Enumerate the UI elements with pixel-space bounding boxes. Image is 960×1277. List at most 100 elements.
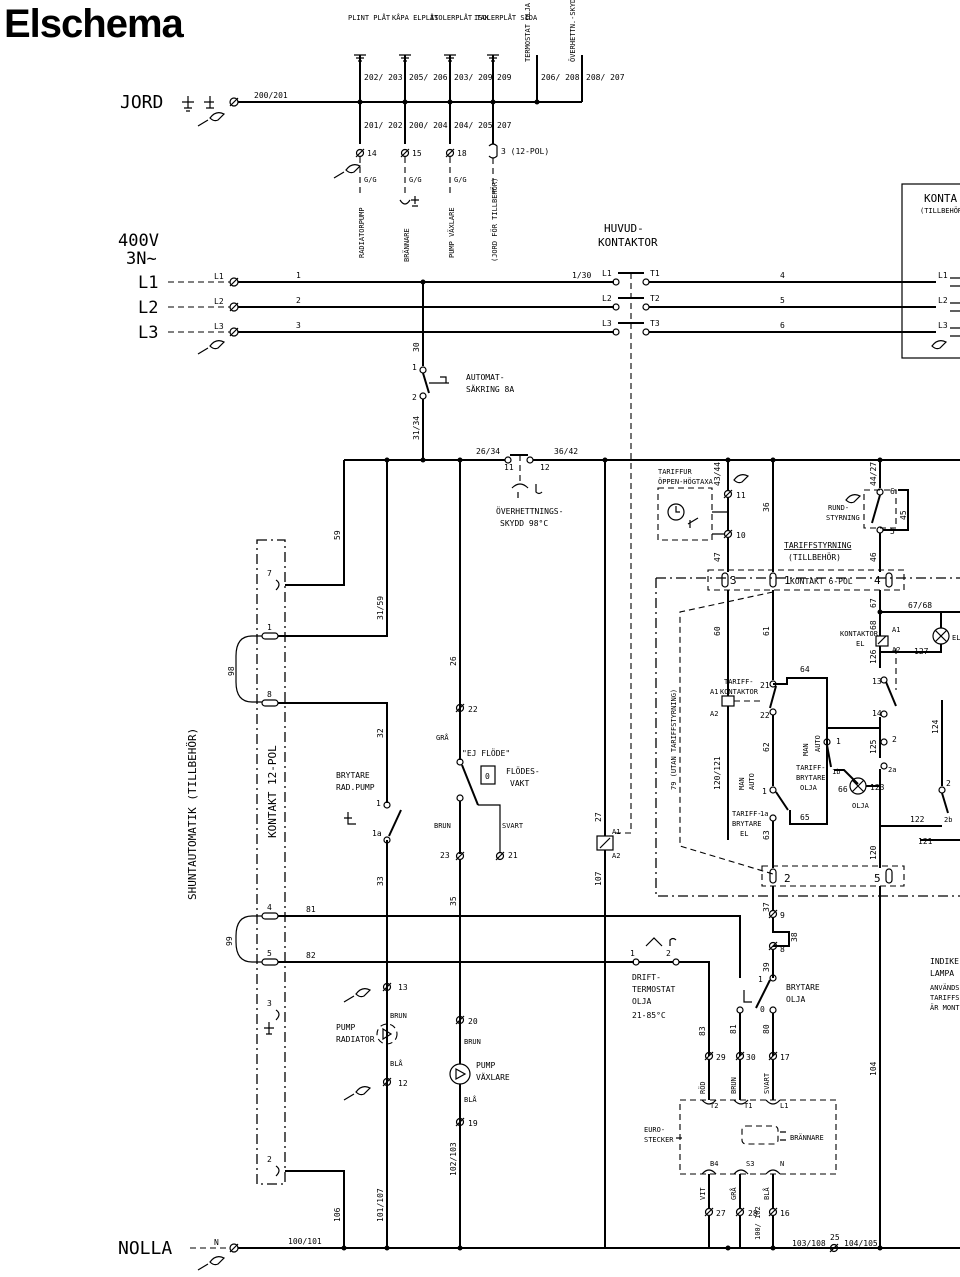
pump-rad-brun: BRUN: [390, 1012, 407, 1020]
wire-31-59: 31/59: [376, 596, 385, 620]
earth-header-3: ISOLERPLÅT TAK: [430, 13, 490, 22]
rund-pin-5: 5: [890, 527, 895, 536]
lamp-el: EL: [952, 634, 960, 642]
c-2a: 2a: [888, 766, 896, 774]
tb-el-3: EL: [740, 830, 748, 838]
wire-67-68: 67/68: [908, 601, 932, 610]
terminal-12: 12: [398, 1079, 408, 1088]
earth-top-num-5: 206/ 208: [541, 73, 580, 82]
wire-36-42: 36/42: [554, 447, 578, 456]
earth-top-num-6: 208/ 207: [586, 73, 625, 82]
wire-38: 38: [790, 932, 799, 942]
rund-label-1: RUND-: [828, 504, 849, 512]
pointer-hand-icon: [343, 1086, 372, 1101]
earth-top-num-4: 209: [497, 73, 512, 82]
device-jord-tillbehor: (JORD FÖR TILLBEHÖR): [490, 178, 499, 262]
loop-98: 98: [227, 666, 236, 676]
c-2b: 2b: [944, 816, 952, 824]
el-contact-1a: 1a: [760, 810, 768, 818]
wire-33: 33: [376, 876, 385, 886]
shunt-label: SHUNTAUTOMATIK (TILLBEHÖR): [186, 728, 199, 900]
contact-13: 13: [872, 677, 882, 686]
overheat-pin-12: 12: [540, 463, 550, 472]
euro-gra: GRÅ: [729, 1187, 738, 1200]
tariffur-label-2: ÖPPEN-HÖGTAXA: [658, 477, 714, 486]
tariff-pin-11: 11: [736, 491, 746, 500]
shunt-pin-1: 1: [267, 623, 272, 632]
rund-pin-6: 6: [890, 487, 895, 496]
terminal-16: 16: [780, 1209, 790, 1218]
external-l2: L2: [938, 296, 948, 305]
rundstyrning: 44/27 6 RUND- STYRNING 5 45 46: [826, 460, 909, 572]
supply-voltage: 400V: [118, 231, 159, 251]
pointer-hand-icon: [845, 494, 862, 504]
wire-67: 67: [869, 598, 878, 608]
wire-1-30: 1/30: [572, 271, 591, 280]
wire-30: 30: [412, 342, 421, 352]
euro-t1: T1: [744, 1102, 752, 1110]
huvud-label: HUVUD-: [604, 222, 644, 235]
terminal-13: 13: [398, 983, 408, 992]
tariff-control: TARIFFSTYRNING (TILLBEHÖR) KONTAKT 6-POL…: [655, 541, 960, 897]
terminal-17: 17: [780, 1053, 790, 1062]
earth-terminal-18: 18: [457, 149, 467, 158]
shunt-pin-8: 8: [267, 690, 272, 699]
wire-44-27: 44/27: [869, 462, 878, 486]
wire-62: 62: [762, 742, 771, 752]
euro-vit: VIT: [699, 1187, 707, 1200]
drift-label-1: DRIFT-: [632, 973, 661, 982]
jord-label: JORD: [120, 92, 163, 113]
earth-header-6: ÖVERHETTN.-SKYDD: [568, 0, 577, 62]
pointer-hand-icon: [343, 988, 372, 1003]
contact-in-l3: L3: [602, 319, 612, 328]
wire-35: 35: [449, 896, 458, 906]
euro-b4: B4: [710, 1160, 718, 1168]
earth-header-1: PLINT PLÅT: [348, 13, 391, 22]
external-l3: L3: [938, 321, 948, 330]
shunt-kontakt-label: KONTAKT 12-POL: [266, 745, 279, 838]
wire-125: 126: [869, 649, 878, 664]
terminal-29: 29: [716, 1053, 726, 1062]
wire-81-b: 81: [729, 1024, 738, 1034]
external-contactor-box: [901, 183, 960, 359]
tk-contact-21: 21: [760, 681, 770, 690]
pointer-hand-icon: [733, 474, 750, 484]
auto-label-1: AUTO: [748, 773, 756, 790]
contact-14: 14: [872, 709, 882, 718]
shunt-pin-2: 2: [267, 1155, 272, 1164]
supply-section: 400V 3N~ L1 L2 L3 L1 L2 L3 1 2 3 1/30 HU…: [118, 183, 960, 833]
wire-27: 27: [594, 812, 603, 822]
earth-section: JORD 200/201 PLINT PLÅT KÅPA ELPLÅT ISOL…: [120, 0, 625, 262]
l2-label: L2: [138, 298, 158, 318]
terminal-20: 20: [468, 1017, 478, 1026]
shunt-pins: 7 1 8 4 5 3 2: [261, 569, 280, 1177]
wire-65: 65: [800, 813, 810, 822]
tb-olja-3: OLJA: [800, 784, 818, 792]
wire-100-102: 100/ 102: [754, 1206, 762, 1240]
fuse-pin-1: 1: [412, 363, 417, 372]
k6-pin-2: 2: [784, 872, 791, 885]
l1-label: L1: [138, 273, 158, 293]
drift-label-4: 21-85°C: [632, 1011, 666, 1020]
pointer-hand-icon: [197, 112, 226, 127]
tariff-kontaktor-2: KONTAKTOR: [720, 688, 759, 696]
indik-note-1: ANVÄNDS: [930, 983, 960, 992]
wire-123: 123: [870, 783, 885, 792]
wire-121: 121: [918, 837, 933, 846]
indik-note-3: ÄR MONT: [930, 1003, 960, 1012]
flow-svart: SVART: [502, 822, 524, 830]
l1-small: L1: [214, 272, 224, 281]
tk-a2: A2: [710, 710, 718, 718]
terminal-19: 19: [468, 1119, 478, 1128]
wire-26: 26: [449, 656, 458, 666]
indik-note-2: TARIFFS: [930, 994, 960, 1002]
pump-vaxlare-bla: BLÅ: [464, 1095, 477, 1104]
euro-stecker: EURO- STECKER T2 T1 L1 BRÄNNARE B4 S3 N …: [644, 886, 881, 1253]
utan-tariffstyrning: 79 (UTAN TARIFFSTYRNING): [670, 689, 678, 790]
wire-43-44: 43/44: [713, 462, 722, 486]
gg-3: G/G: [454, 176, 467, 184]
wire-1: 1: [296, 271, 301, 280]
tariffstyrning-sub: (TILLBEHÖR): [788, 552, 841, 562]
tariff-clock: TARIFFUR ÖPPEN-HÖGTAXA 43/44 11 10 47 36: [657, 460, 774, 572]
earth-top-num-2: 205/ 206: [409, 73, 448, 82]
